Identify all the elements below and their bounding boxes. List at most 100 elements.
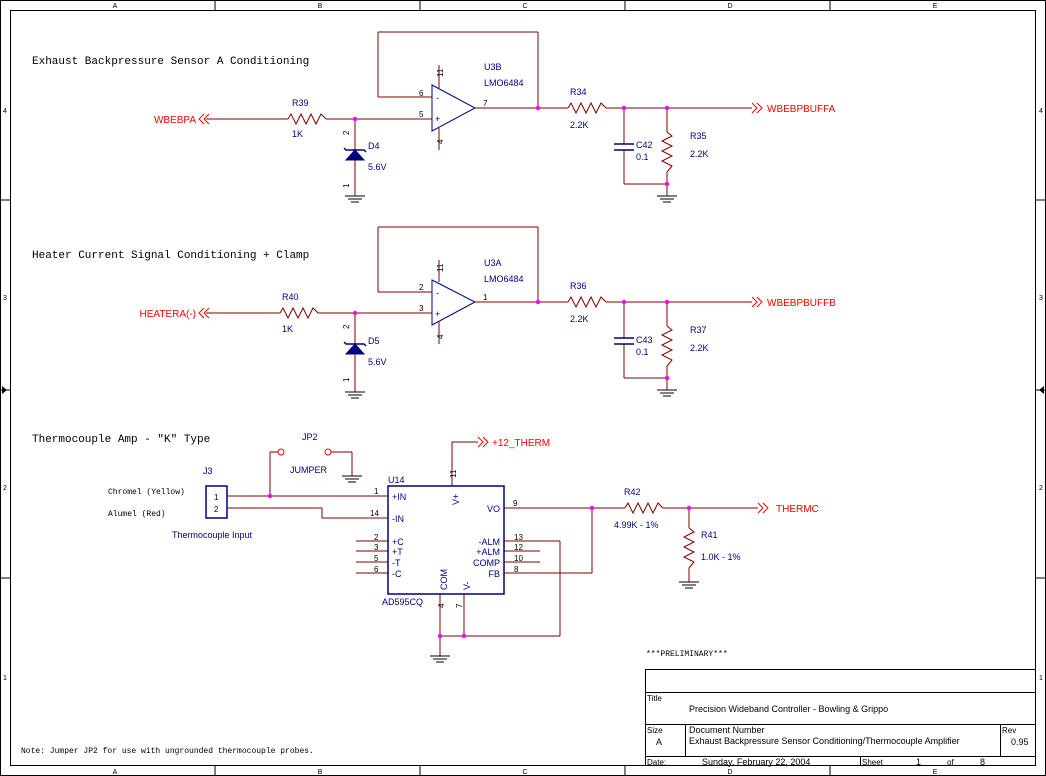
u3a-minus-sign: - bbox=[436, 288, 439, 298]
col-label-top-b: B bbox=[318, 3, 323, 10]
r39-ref: R39 bbox=[292, 98, 309, 108]
capacitor-c42 bbox=[614, 143, 634, 151]
gnd-d4 bbox=[345, 195, 365, 203]
col-label-bottom-a: A bbox=[113, 769, 118, 776]
sheet-value: 1 bbox=[916, 757, 921, 767]
gnd-r37 bbox=[657, 389, 677, 397]
section-c-wires bbox=[227, 441, 758, 656]
u3b-minus-sign: - bbox=[436, 93, 439, 103]
r41-ref: R41 bbox=[701, 530, 718, 540]
j3-ref: J3 bbox=[203, 466, 213, 476]
u14-num-pos-in: 1 bbox=[374, 487, 379, 496]
resistor-r34 bbox=[567, 101, 607, 115]
port-12-therm bbox=[477, 436, 489, 448]
port-wbebpbuffa bbox=[751, 102, 763, 114]
port-wbebpbuffb-label: WBEBPBUFFB bbox=[767, 298, 836, 309]
of-label: of bbox=[947, 758, 954, 767]
d4-ref: D4 bbox=[368, 141, 380, 151]
d5-value: 5.6V bbox=[368, 357, 387, 367]
j3-pin2: 2 bbox=[214, 505, 219, 514]
u14-num-vplus: 11 bbox=[449, 469, 458, 478]
u14-num-pos-t: 3 bbox=[374, 543, 379, 552]
wire1-label: Chromel (Yellow) bbox=[108, 488, 185, 497]
zener-d5 bbox=[343, 341, 367, 355]
rev-label: Rev bbox=[1002, 726, 1016, 735]
j3-desc: Thermocouple Input bbox=[172, 530, 253, 540]
wire2-label: Alumel (Red) bbox=[108, 510, 166, 519]
d4-value: 5.6V bbox=[368, 162, 387, 172]
port-wbebpbuffa-label: WBEBPBUFFA bbox=[767, 104, 836, 115]
port-heatera bbox=[198, 307, 210, 319]
u14-num-comp: 10 bbox=[514, 554, 523, 563]
row-label-left-3: 3 bbox=[3, 295, 7, 302]
u14-name-pos-alm: +ALM bbox=[476, 547, 500, 557]
port-wbebpa bbox=[198, 113, 210, 125]
row-label-right-4: 4 bbox=[1039, 108, 1043, 115]
zone-labels: A B C D E A B C D E 4 3 2 1 4 3 2 1 bbox=[3, 3, 1043, 776]
r37-ref: R37 bbox=[690, 325, 707, 335]
u3b-pin-gnd: 4 bbox=[436, 139, 445, 144]
d4-pin-top: 2 bbox=[342, 130, 351, 135]
r40-ref: R40 bbox=[282, 292, 299, 302]
row-label-right-1: 1 bbox=[1039, 675, 1043, 682]
col-label-bottom-c: C bbox=[522, 769, 527, 776]
j3-pin1: 1 bbox=[214, 493, 219, 502]
section-c-heading: Thermocouple Amp - "K" Type bbox=[32, 434, 210, 446]
d5-pin-top: 2 bbox=[342, 324, 351, 329]
u14-name-vo: VO bbox=[487, 504, 500, 514]
size-value: A bbox=[656, 737, 662, 747]
u3b-pin-vcc: 11 bbox=[436, 68, 445, 77]
u14-name-neg-t: -T bbox=[392, 558, 401, 568]
u3b-pin-pos: 5 bbox=[419, 110, 424, 119]
section-c-junctions bbox=[267, 493, 692, 639]
resistor-r41 bbox=[682, 527, 696, 569]
u14-num-pos-c: 2 bbox=[374, 533, 379, 542]
title-block bbox=[645, 669, 1036, 766]
r35-value: 2.2K bbox=[690, 149, 709, 159]
resistor-r39 bbox=[287, 112, 327, 126]
resistor-r36 bbox=[567, 295, 607, 309]
r34-ref: R34 bbox=[570, 87, 587, 97]
u14-num-fb: 8 bbox=[514, 565, 519, 574]
u3b-ref: U3B bbox=[484, 62, 502, 72]
opamp-u3a bbox=[431, 279, 477, 326]
u14-num-com: 4 bbox=[437, 603, 446, 608]
r42-value: 4.99K - 1% bbox=[614, 520, 659, 530]
section-b-wires bbox=[206, 226, 752, 392]
r36-value: 2.2K bbox=[570, 314, 589, 324]
col-label-top-a: A bbox=[113, 3, 118, 10]
u3a-pin-out: 1 bbox=[483, 293, 488, 302]
r36-ref: R36 bbox=[570, 281, 587, 291]
u3b-pin-neg: 6 bbox=[419, 89, 424, 98]
port-12-therm-label: +12_THERM bbox=[492, 438, 550, 449]
row-label-left-1: 1 bbox=[3, 675, 7, 682]
u14-name-pos-c: +C bbox=[392, 537, 404, 547]
gnd-u14 bbox=[430, 655, 450, 663]
port-wbebpa-label: WBEBPA bbox=[154, 115, 196, 126]
note-text: Note: Jumper JP2 for use with ungrounded… bbox=[21, 747, 314, 756]
d5-pin-bottom: 1 bbox=[342, 377, 351, 382]
of-value: 8 bbox=[980, 757, 985, 767]
title-value: Precision Wideband Controller - Bowling … bbox=[689, 704, 888, 714]
col-label-bottom-e: E bbox=[933, 769, 938, 776]
r34-value: 2.2K bbox=[570, 120, 589, 130]
date-label: Date: bbox=[647, 758, 666, 767]
gnd-jp2 bbox=[342, 475, 362, 483]
u14-name-neg-alm: -ALM bbox=[478, 537, 500, 547]
c43-ref: C43 bbox=[636, 335, 653, 345]
u3a-part: LMO6484 bbox=[484, 274, 524, 284]
u14-name-comp: COMP bbox=[473, 558, 500, 568]
preliminary-text: ***PRELIMINARY*** bbox=[646, 650, 728, 659]
size-label: Size bbox=[647, 726, 663, 735]
u14-name-vminus: V- bbox=[462, 581, 472, 590]
gnd-r41 bbox=[679, 581, 699, 589]
port-heatera-label: HEATERA(-) bbox=[140, 309, 196, 320]
resistor-r37 bbox=[660, 325, 674, 367]
docnum-value: Exhaust Backpressure Sensor Conditioning… bbox=[689, 736, 960, 746]
section-b-heading: Heater Current Signal Conditioning + Cla… bbox=[32, 250, 309, 262]
port-thermc bbox=[757, 502, 769, 514]
u14-num-vo: 9 bbox=[513, 499, 518, 508]
zener-d4 bbox=[343, 147, 367, 161]
col-label-bottom-b: B bbox=[318, 769, 323, 776]
u3a-pin-vcc: 11 bbox=[436, 263, 445, 272]
